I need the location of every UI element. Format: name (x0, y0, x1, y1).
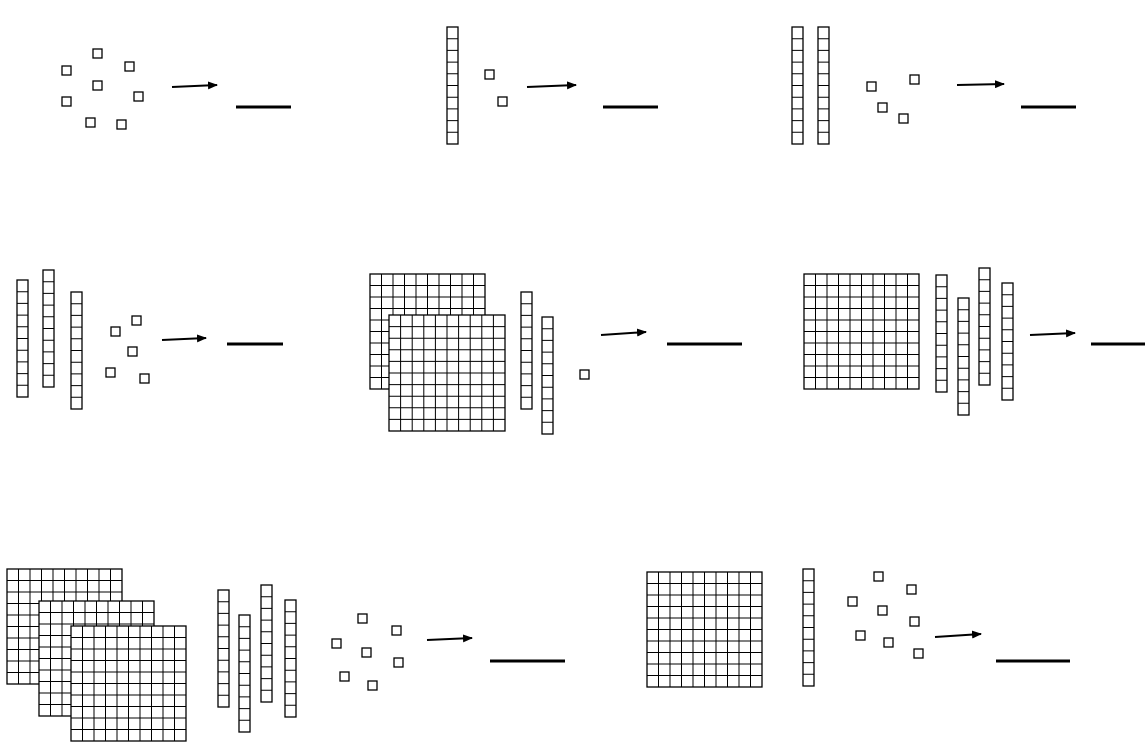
ten-rod (239, 615, 250, 732)
one-unit (884, 638, 893, 647)
one-unit (914, 649, 923, 658)
one-unit (128, 347, 137, 356)
one-unit (910, 617, 919, 626)
one-unit (878, 103, 887, 112)
one-unit (117, 120, 126, 129)
one-unit (140, 374, 149, 383)
ten-rod (43, 270, 54, 387)
one-unit (910, 75, 919, 84)
one-unit (498, 97, 507, 106)
one-unit (580, 370, 589, 379)
arrow-icon (935, 634, 981, 637)
one-unit (362, 648, 371, 657)
arrow-icon (172, 85, 217, 87)
arrow-icon (601, 332, 646, 335)
one-unit (878, 606, 887, 615)
problem-6 (804, 268, 1145, 415)
one-unit (899, 114, 908, 123)
hundred-flat (804, 274, 919, 389)
ten-rod (261, 585, 272, 702)
one-unit (125, 62, 134, 71)
one-unit (93, 49, 102, 58)
problem-2 (447, 27, 658, 144)
one-unit (62, 97, 71, 106)
one-unit (93, 81, 102, 90)
arrow-icon (957, 84, 1004, 85)
ten-rod (447, 27, 458, 144)
one-unit (394, 658, 403, 667)
ten-rod (936, 275, 947, 392)
hundred-flat (647, 572, 762, 687)
one-unit (62, 66, 71, 75)
problem-3 (792, 27, 1076, 144)
one-unit (86, 118, 95, 127)
hundred-flat (389, 315, 505, 431)
ten-rod (818, 27, 829, 144)
one-unit (134, 92, 143, 101)
ten-rod (1002, 283, 1013, 400)
ten-rod (979, 268, 990, 385)
arrow-icon (427, 638, 472, 640)
ten-rod (17, 280, 28, 397)
hundred-flat (71, 626, 186, 741)
ten-rod (521, 292, 532, 409)
ten-rod (958, 298, 969, 415)
problem-5 (370, 274, 742, 434)
problem-8 (647, 569, 1070, 687)
arrow-icon (1030, 333, 1075, 335)
one-unit (358, 614, 367, 623)
one-unit (111, 327, 120, 336)
arrow-icon (527, 85, 576, 87)
one-unit (392, 626, 401, 635)
one-unit (856, 631, 865, 640)
one-unit (106, 368, 115, 377)
one-unit (485, 70, 494, 79)
arrow-icon (162, 338, 206, 340)
ten-rod (218, 590, 229, 707)
one-unit (368, 681, 377, 690)
one-unit (907, 585, 916, 594)
problem-4 (17, 270, 283, 409)
one-unit (848, 597, 857, 606)
ten-rod (792, 27, 803, 144)
ten-rod (285, 600, 296, 717)
ten-rod (803, 569, 814, 686)
ten-rod (542, 317, 553, 434)
one-unit (332, 639, 341, 648)
problem-1 (62, 49, 291, 129)
problem-7 (7, 569, 565, 741)
one-unit (132, 316, 141, 325)
one-unit (340, 672, 349, 681)
ten-rod (71, 292, 82, 409)
one-unit (867, 82, 876, 91)
one-unit (874, 572, 883, 581)
